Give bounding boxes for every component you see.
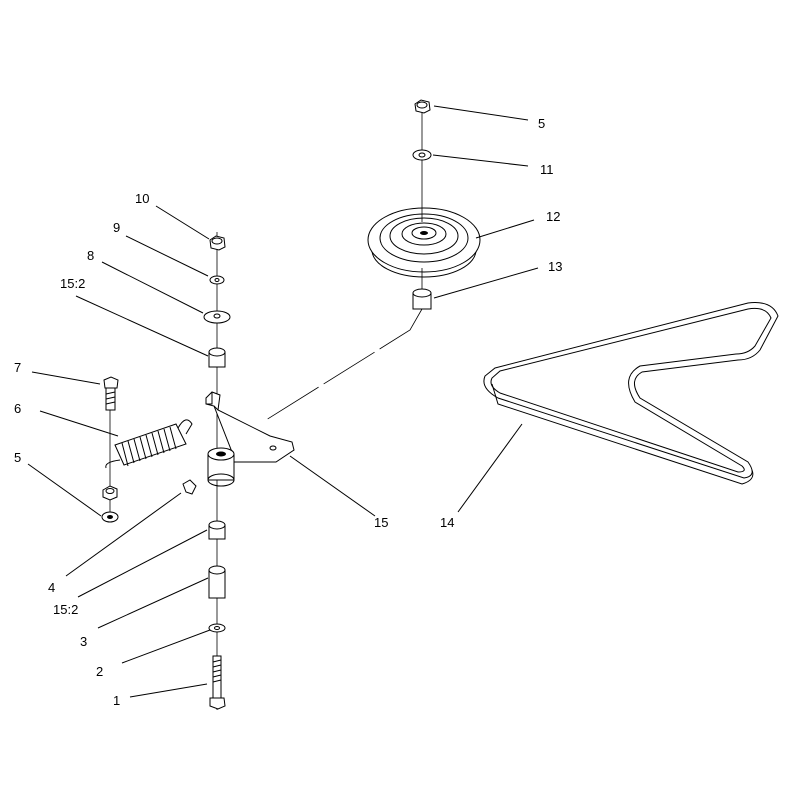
- callout-15-2-upper: 15:2: [60, 276, 85, 291]
- callout-2: 2: [96, 664, 103, 679]
- callout-7: 7: [14, 360, 21, 375]
- lower-bushing-part: [208, 520, 226, 540]
- pivot-nut-part: [209, 235, 226, 251]
- callout-15-2-lower: 15:2: [53, 602, 78, 617]
- callout-14: 14: [440, 515, 454, 530]
- small-washer-part: [209, 275, 225, 285]
- idler-pulley-part: [367, 207, 481, 278]
- callout-5-pulley: 5: [538, 116, 545, 131]
- callout-9: 9: [113, 220, 120, 235]
- pulley-spacer-part: [412, 288, 432, 310]
- callout-15: 15: [374, 515, 388, 530]
- leader-lines: [27, 105, 539, 698]
- extension-spring-part: [105, 419, 193, 469]
- grease-fitting-part: [182, 479, 197, 495]
- assembly-link-line: [265, 308, 423, 421]
- upper-bushing-part: [208, 347, 226, 368]
- pivot-bolt-part: [209, 655, 226, 710]
- callout-13: 13: [548, 259, 562, 274]
- v-belt-part: [483, 302, 779, 485]
- callout-10: 10: [135, 191, 149, 206]
- bolt-washer-part: [208, 623, 226, 633]
- pulley-nut-part: [414, 99, 431, 114]
- pulley-washer-part: [412, 149, 432, 161]
- callout-12: 12: [546, 209, 560, 224]
- spacer-tube-part: [208, 565, 226, 599]
- callout-1: 1: [113, 693, 120, 708]
- callout-6: 6: [14, 401, 21, 416]
- callout-3: 3: [80, 634, 87, 649]
- callout-4: 4: [48, 580, 55, 595]
- idler-arm-bracket-part: [205, 391, 295, 487]
- callout-5-spring: 5: [14, 450, 21, 465]
- callout-11: 11: [540, 162, 554, 177]
- callout-8: 8: [87, 248, 94, 263]
- spring-nut-part: [102, 485, 118, 501]
- flat-washer-part: [203, 310, 231, 324]
- spring-bolt-part: [103, 376, 119, 411]
- spring-washer-part: [101, 511, 119, 523]
